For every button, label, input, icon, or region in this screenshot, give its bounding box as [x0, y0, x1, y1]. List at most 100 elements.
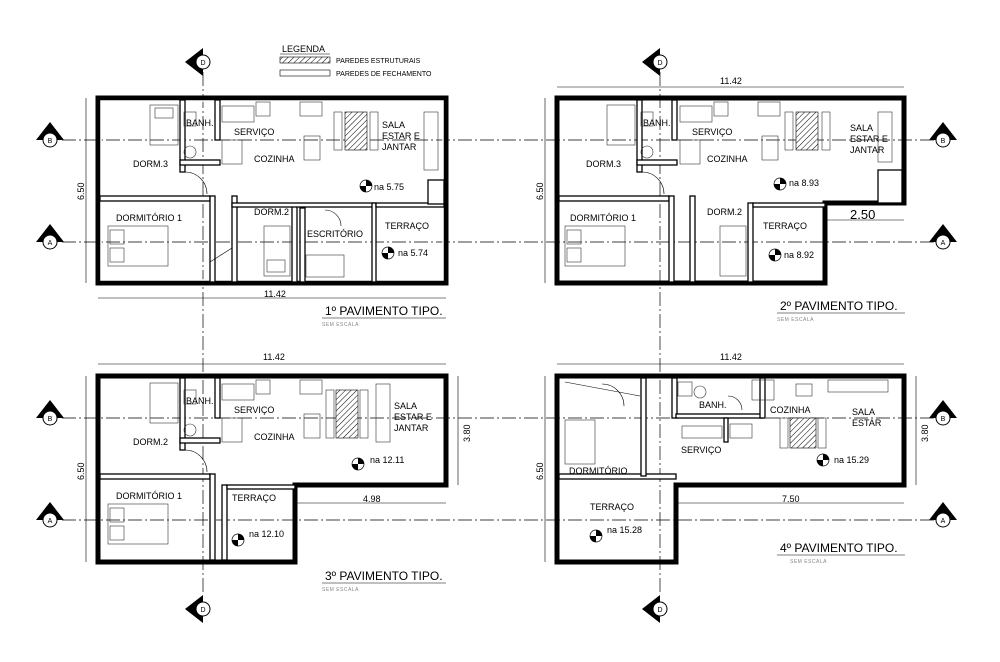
floor-title: 4º PAVIMENTO TIPO.	[780, 541, 898, 555]
level-symbol	[816, 453, 830, 467]
legend-structural: PAREDES ESTRUTURAIS	[336, 58, 421, 65]
room-label: TERRAÇO	[385, 221, 429, 231]
room-label: DORMITÓRIO 1	[116, 213, 182, 223]
room-label: JANTAR	[850, 145, 885, 155]
axis-marker-b-left-2: B	[36, 400, 64, 426]
axis-marker-d-bottom-right: D	[642, 595, 668, 623]
room-label: BANH.	[186, 396, 214, 406]
room-label: COZINHA	[254, 154, 295, 164]
room-label: SALA	[394, 401, 417, 411]
dimension-label: 6.50	[76, 462, 86, 480]
svg-text:B: B	[48, 138, 53, 145]
dimension-label: 4.98	[363, 494, 381, 504]
floor-title: 3º PAVIMENTO TIPO.	[325, 569, 443, 583]
axis-marker-a-left: A	[36, 224, 64, 250]
room-label: DORM.2	[254, 207, 289, 217]
level-label: na 12.10	[249, 529, 284, 539]
floor-plan-3: BANH. SERVIÇO SALA ESTAR E JANTAR DORM.2…	[76, 352, 472, 593]
axis-lines	[62, 72, 935, 595]
room-label: COZINHA	[254, 432, 295, 442]
scale-note: SEM ESCALA	[322, 587, 359, 593]
level-symbol	[231, 533, 245, 547]
room-label: DORMITÓRIO 1	[116, 491, 182, 501]
svg-text:D: D	[200, 60, 205, 67]
svg-text:D: D	[657, 60, 662, 67]
room-label: JANTAR	[382, 142, 417, 152]
dimension-label: 6.50	[76, 182, 86, 200]
room-label: COZINHA	[770, 405, 811, 415]
level-symbol	[381, 246, 395, 260]
dimension-label: 3.80	[462, 424, 472, 442]
dimension-label: 11.42	[263, 352, 285, 362]
legend-title: LEGENDA	[282, 44, 325, 54]
room-label: ESTAR E	[850, 134, 888, 144]
level-symbol	[589, 529, 603, 543]
floor-plan-4: BANH. COZINHA SALA ESTAR DORMITÓRIO SERV…	[535, 352, 930, 565]
axis-markers: B A B A B A B A D D D D	[36, 48, 957, 623]
room-label: BANH.	[643, 118, 671, 128]
room-label: COZINHA	[707, 154, 748, 164]
svg-text:A: A	[48, 518, 53, 525]
axis-marker-b-right: B	[929, 122, 957, 148]
room-label: ESTAR E	[382, 131, 420, 141]
scale-note: SEM ESCALA	[790, 559, 827, 565]
svg-text:D: D	[200, 607, 205, 614]
dimension-label: 6.50	[535, 182, 545, 200]
room-label: ESCRITÓRIO	[307, 229, 363, 239]
svg-text:B: B	[48, 416, 53, 423]
level-label: na 8.93	[789, 178, 819, 188]
axis-marker-d-bottom-left: D	[185, 595, 211, 623]
axis-marker-a-left-2: A	[36, 502, 64, 528]
room-label: SALA	[382, 120, 405, 130]
dimension-label: 11.42	[264, 289, 286, 299]
axis-marker-d-top-left: D	[185, 48, 211, 76]
room-label: DORMITÓRIO	[569, 466, 628, 476]
scale-note: SEM ESCALA	[322, 322, 359, 328]
room-label: JANTAR	[394, 423, 429, 433]
level-label: na 5.74	[398, 248, 428, 258]
floor-plan-2: BANH. SERVIÇO SALA ESTAR E JANTAR DORM.3…	[535, 76, 907, 323]
room-label: ESTAR	[852, 418, 882, 428]
room-label: SERVIÇO	[234, 127, 274, 137]
svg-text:A: A	[941, 518, 946, 525]
room-label: BANH.	[186, 118, 214, 128]
level-label: na 15.28	[607, 525, 642, 535]
level-label: na 15.29	[834, 455, 869, 465]
room-label: DORM.2	[707, 207, 742, 217]
dimension-label: 11.42	[720, 76, 742, 86]
dimension-label: 6.50	[535, 462, 545, 480]
room-label: SERVIÇO	[234, 405, 274, 415]
room-label: DORM.2	[133, 437, 168, 447]
room-label: TERRAÇO	[763, 221, 807, 231]
room-label: TERRAÇO	[232, 493, 276, 503]
level-label: na 5.75	[374, 182, 404, 192]
legend: LEGENDA PAREDES ESTRUTURAIS PAREDES DE F…	[279, 44, 432, 78]
room-label: DORMITÓRIO 1	[570, 213, 636, 223]
dimension-label: 2.50	[850, 207, 875, 222]
closing-wall-swatch	[279, 69, 331, 77]
level-symbol	[351, 457, 365, 471]
dimension-label: 11.42	[720, 352, 742, 362]
room-label: SERVIÇO	[692, 127, 732, 137]
axis-marker-b-left: B	[36, 122, 64, 148]
svg-text:B: B	[941, 416, 946, 423]
dimension-label: 7.50	[782, 494, 800, 504]
room-label: ESTAR E	[394, 412, 432, 422]
scale-note: SEM ESCALA	[777, 317, 814, 323]
room-label: SALA	[850, 123, 873, 133]
room-label: SALA	[852, 407, 875, 417]
structural-wall-swatch	[279, 56, 331, 64]
svg-text:A: A	[941, 240, 946, 247]
axis-marker-a-right: A	[929, 224, 957, 250]
level-symbol	[359, 179, 373, 193]
legend-closing: PAREDES DE FECHAMENTO	[336, 71, 432, 78]
svg-text:B: B	[941, 138, 946, 145]
room-label: SERVIÇO	[681, 445, 721, 455]
room-label: BANH.	[699, 400, 727, 410]
dimension-label: 3.80	[920, 424, 930, 442]
room-label: DORM.3	[133, 159, 168, 169]
axis-marker-d-top-right: D	[642, 48, 668, 76]
level-label: na 8.92	[784, 250, 814, 260]
room-label: DORM.3	[586, 159, 621, 169]
